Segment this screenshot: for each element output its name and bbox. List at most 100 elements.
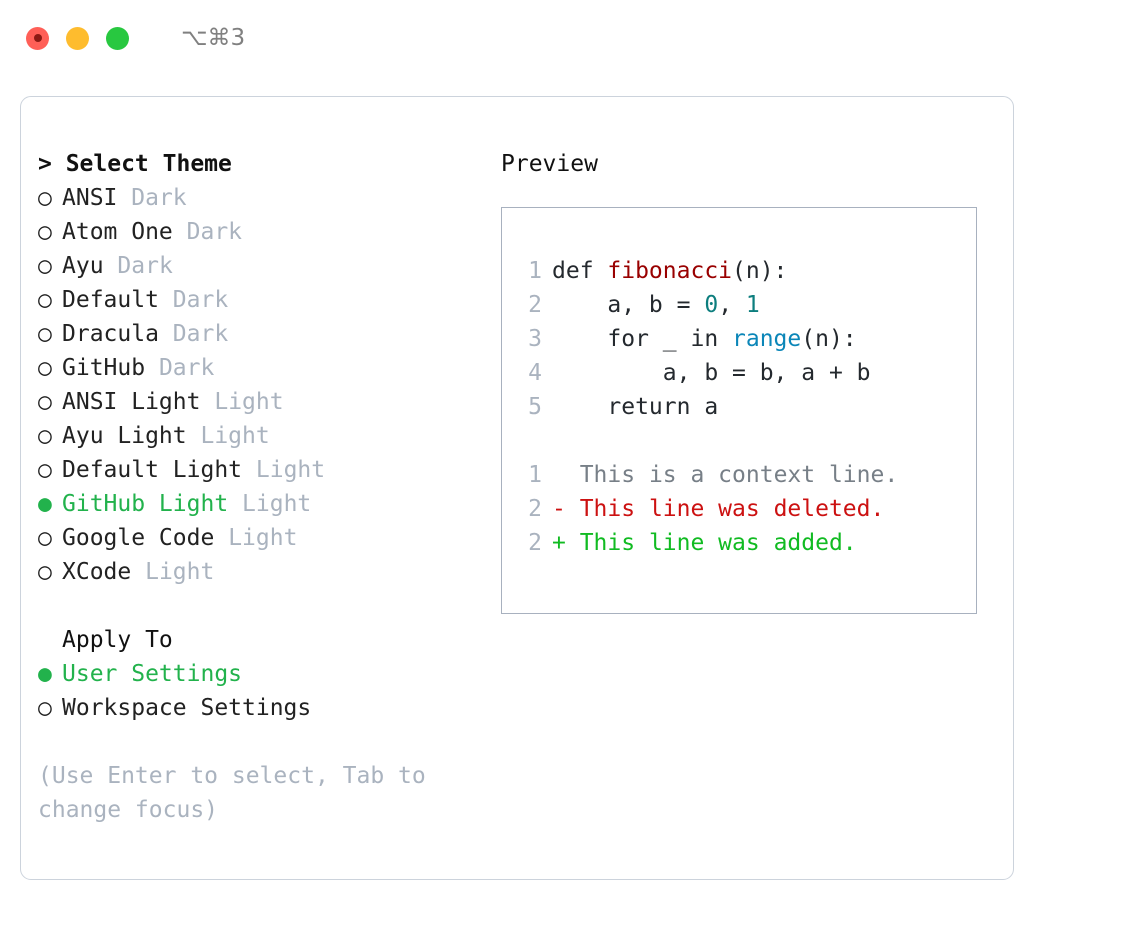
- radio-unselected-icon: ○: [38, 253, 52, 279]
- diff-marker: -: [552, 496, 580, 522]
- theme-option-github[interactable]: ○GitHub Dark: [38, 351, 478, 385]
- diff-text: This line was added.: [579, 530, 857, 556]
- radio-selected-icon: ●: [38, 661, 52, 687]
- theme-option-default[interactable]: ○ Default Dark: [38, 283, 478, 317]
- keyboard-shortcut-label: ⌥⌘3: [181, 25, 246, 51]
- apply-to-heading: Apply To: [62, 627, 173, 653]
- diff-marker: [552, 462, 580, 488]
- code-token: a, b = b, a + b: [552, 360, 871, 386]
- line-number: 2: [528, 530, 542, 556]
- window-controls: [26, 26, 129, 50]
- code-token: range: [732, 326, 802, 352]
- code-token: (n):: [732, 258, 788, 284]
- theme-option-tag: Dark: [131, 185, 187, 211]
- line-number: 1: [528, 462, 542, 488]
- radio-selected-icon: ●: [38, 491, 52, 517]
- theme-option-ansi[interactable]: ○ ANSI Dark: [38, 181, 478, 215]
- radio-unselected-icon: ○: [38, 695, 52, 721]
- diff-line-ctx: 1 This is a context line.: [520, 458, 976, 492]
- code-line: 1 def fibonacci(n):: [520, 254, 976, 288]
- diff-line-add: 2 + This line was added.: [520, 526, 976, 560]
- close-window-button[interactable]: [26, 26, 49, 50]
- radio-unselected-icon: ○: [38, 423, 52, 449]
- theme-option-label: Dracula: [62, 321, 159, 347]
- theme-option-tag: Dark: [172, 287, 229, 313]
- theme-option-github-light[interactable]: ● GitHub Light Light: [38, 487, 478, 521]
- radio-unselected-icon: ○: [38, 321, 52, 347]
- preview-heading: Preview: [501, 151, 598, 177]
- list-spacer: [38, 589, 478, 623]
- code-token: def: [552, 258, 608, 284]
- theme-option-label: XCode: [62, 559, 132, 585]
- theme-option-tag: Light: [228, 525, 298, 551]
- code-diff-separator: [520, 424, 976, 458]
- line-number: 1: [528, 258, 542, 284]
- code-token: a, b =: [552, 292, 705, 318]
- theme-option-label: ANSI: [62, 185, 118, 211]
- theme-option-label: Default: [62, 287, 159, 313]
- apply-to-option-label: Workspace Settings: [62, 695, 312, 721]
- code-token: fibonacci: [607, 258, 733, 284]
- code-token: ,: [718, 292, 746, 318]
- radio-unselected-icon: ○: [38, 287, 52, 313]
- code-line: 3 for _ in range(n):: [520, 322, 976, 356]
- apply-to-option-user-settings[interactable]: ●User Settings: [38, 657, 478, 691]
- theme-option-label: ANSI Light: [62, 389, 201, 415]
- theme-option-label: Ayu Light: [62, 423, 187, 449]
- code-sample: 1 def fibonacci(n): 2 a, b = 0, 1 3 for _ i…: [520, 254, 976, 424]
- theme-option-atom-one[interactable]: ○ Atom One Dark: [38, 215, 478, 249]
- maximize-window-button[interactable]: [106, 26, 129, 50]
- theme-option-default-light[interactable]: ○ Default Light Light: [38, 453, 478, 487]
- theme-option-label: Google Code: [62, 525, 215, 551]
- radio-unselected-icon: ○: [38, 185, 52, 211]
- theme-option-ayu-light[interactable]: ○ Ayu Light Light: [38, 419, 478, 453]
- theme-option-tag: Dark: [186, 219, 243, 245]
- theme-option-ayu[interactable]: ○Ayu Dark: [38, 249, 478, 283]
- radio-unselected-icon: ○: [38, 219, 52, 245]
- minimize-window-button[interactable]: [66, 26, 89, 50]
- code-token: return a: [552, 394, 719, 420]
- line-number: 4: [528, 360, 542, 386]
- theme-option-google-code[interactable]: ○ Google Code Light: [38, 521, 478, 555]
- apply-to-list: ●User Settings ○ Workspace Settings: [38, 657, 478, 725]
- theme-option-tag: Dark: [158, 355, 215, 381]
- apply-to-option-workspace-settings[interactable]: ○ Workspace Settings: [38, 691, 478, 725]
- line-number: 2: [528, 292, 542, 318]
- theme-option-label: Atom One: [62, 219, 173, 245]
- theme-option-xcode[interactable]: ○ XCode Light: [38, 555, 478, 589]
- diff-sample: 1 This is a context line.2- This line wa…: [520, 458, 976, 560]
- theme-option-label: Default Light: [62, 457, 243, 483]
- theme-option-tag: Light: [200, 423, 270, 449]
- radio-unselected-icon: ○: [38, 457, 52, 483]
- theme-selector-column: > Select Theme ○ANSI Dark○Atom One Dark○…: [38, 147, 478, 827]
- code-token: for _ in: [552, 326, 733, 352]
- theme-option-tag: Light: [145, 559, 215, 585]
- theme-option-tag: Dark: [117, 253, 173, 279]
- line-number: 2: [528, 496, 542, 522]
- code-token: (n):: [801, 326, 857, 352]
- theme-option-tag: Light: [255, 457, 326, 483]
- code-line: 5 return a: [520, 390, 976, 424]
- diff-marker: +: [552, 530, 580, 556]
- theme-option-tag: Light: [214, 389, 284, 415]
- code-line: 4 a, b = b, a + b: [520, 356, 976, 390]
- theme-option-label: GitHub Light: [62, 491, 229, 517]
- diff-text: This line was deleted.: [579, 496, 885, 522]
- code-token: 0: [704, 292, 719, 318]
- select-theme-heading: > Select Theme: [38, 151, 232, 177]
- theme-option-tag: Light: [242, 491, 312, 517]
- line-number: 3: [528, 326, 542, 352]
- line-number: 5: [528, 394, 542, 420]
- theme-option-label: GitHub: [62, 355, 146, 381]
- diff-text: This is a context line.: [579, 462, 899, 488]
- diff-line-del: 2- This line was deleted.: [520, 492, 976, 526]
- theme-option-dracula[interactable]: ○ Dracula Dark: [38, 317, 478, 351]
- theme-option-ansi-light[interactable]: ○ ANSI Light Light: [38, 385, 478, 419]
- keyboard-hint: (Use Enter to select, Tab to change focu…: [38, 763, 426, 823]
- theme-option-tag: Dark: [172, 321, 229, 347]
- radio-unselected-icon: ○: [38, 389, 52, 415]
- radio-unselected-icon: ○: [38, 525, 52, 551]
- radio-unselected-icon: ○: [38, 559, 52, 585]
